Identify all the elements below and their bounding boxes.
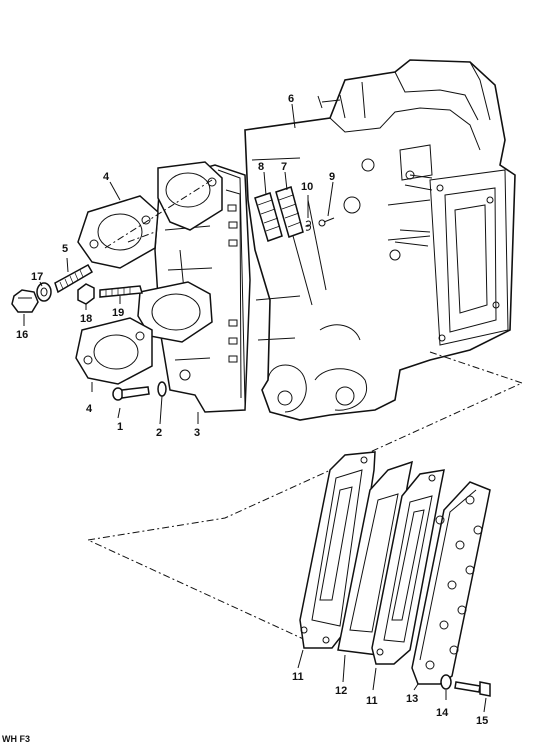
label-part-1: 1 [117, 421, 123, 433]
washer-14 [440, 674, 452, 690]
label-part-15: 15 [476, 715, 488, 727]
label-part-10: 10 [301, 181, 313, 193]
figure-code: WH F3 [2, 734, 30, 744]
phantom-line-upper [104, 179, 213, 249]
cylinder-block [244, 59, 516, 421]
label-part-11-rear: 11 [366, 695, 378, 707]
bolt-1 [112, 386, 150, 401]
label-part-7: 7 [281, 161, 287, 173]
label-part-8: 8 [258, 161, 264, 173]
reed-valve-7 [275, 186, 304, 238]
leader-lines [23, 103, 487, 713]
label-part-12: 12 [335, 685, 347, 697]
washer-2 [157, 381, 167, 397]
label-part-17: 17 [31, 271, 43, 283]
flange-gasket-middle [137, 281, 213, 343]
label-part-16: 16 [16, 329, 28, 341]
label-part-18: 18 [80, 313, 92, 325]
label-part-4-lower: 4 [86, 403, 93, 415]
flange-plate-4-lower [75, 317, 153, 385]
gasket-11-front [299, 451, 376, 649]
phantom-line-right [86, 351, 524, 643]
label-part-14: 14 [436, 707, 449, 719]
phantom-line-screw [127, 231, 156, 243]
bolt-15 [454, 681, 491, 697]
part-labels: 1 2 3 4 4 5 6 7 8 9 10 11 12 11 13 14 15… [16, 93, 488, 727]
label-part-9: 9 [329, 171, 335, 183]
label-part-4-upper: 4 [103, 171, 110, 183]
stud-19 [99, 285, 143, 298]
label-part-19: 19 [112, 307, 124, 319]
gasket-11-rear [371, 469, 445, 665]
label-part-6: 6 [288, 93, 294, 105]
small-screw-9 [318, 217, 335, 227]
washer-17 [36, 282, 52, 302]
flange-gasket-upper [157, 161, 223, 231]
manifold-ports [227, 204, 238, 363]
label-part-5: 5 [62, 243, 68, 255]
spring-10 [304, 220, 311, 231]
bolt-head-18 [77, 283, 95, 305]
label-part-11-front: 11 [292, 671, 304, 683]
intake-manifold [154, 164, 251, 413]
label-part-13: 13 [406, 693, 418, 705]
flange-plate-4-upper [77, 195, 159, 269]
nut-16 [11, 289, 39, 313]
cover-plate-13 [411, 481, 491, 685]
label-part-2: 2 [156, 427, 162, 439]
reed-valve-8 [254, 192, 283, 242]
stud-bolt-5 [54, 263, 94, 294]
label-part-3: 3 [194, 427, 200, 439]
